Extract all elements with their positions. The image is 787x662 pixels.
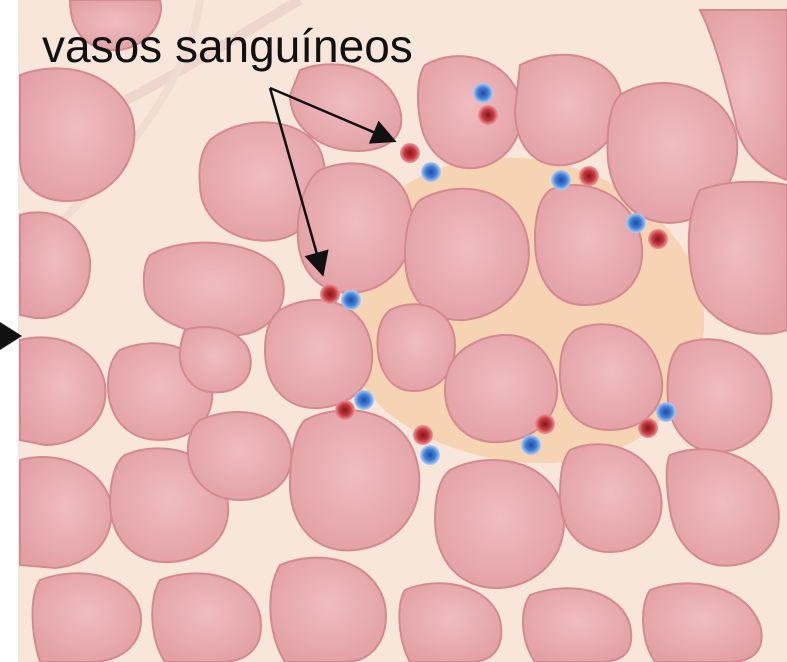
red-vessel	[535, 414, 555, 434]
red-vessel	[478, 105, 498, 125]
blue-vessel	[420, 445, 440, 465]
muscle-cell	[435, 460, 564, 588]
muscle-cell	[298, 163, 413, 293]
red-vessel	[335, 400, 355, 420]
muscle-cell	[33, 573, 142, 662]
blue-vessel	[473, 83, 493, 103]
blue-vessel	[341, 290, 361, 310]
muscle-cell	[265, 300, 372, 408]
red-vessel	[648, 229, 668, 249]
blue-vessel	[626, 213, 646, 233]
red-vessel	[400, 143, 420, 163]
red-vessel	[638, 418, 658, 438]
red-vessel	[320, 284, 340, 304]
blue-vessel	[421, 162, 441, 182]
blue-vessel	[551, 170, 571, 190]
red-vessel	[579, 166, 599, 186]
red-vessel	[413, 425, 433, 445]
blue-vessel	[656, 402, 676, 422]
blue-vessel	[354, 390, 374, 410]
blue-vessel	[521, 435, 541, 455]
muscle-cell	[290, 410, 419, 550]
muscle-cell	[377, 304, 455, 391]
muscle-cell	[188, 412, 292, 500]
vessels-label: vasos sanguíneos	[42, 20, 413, 72]
